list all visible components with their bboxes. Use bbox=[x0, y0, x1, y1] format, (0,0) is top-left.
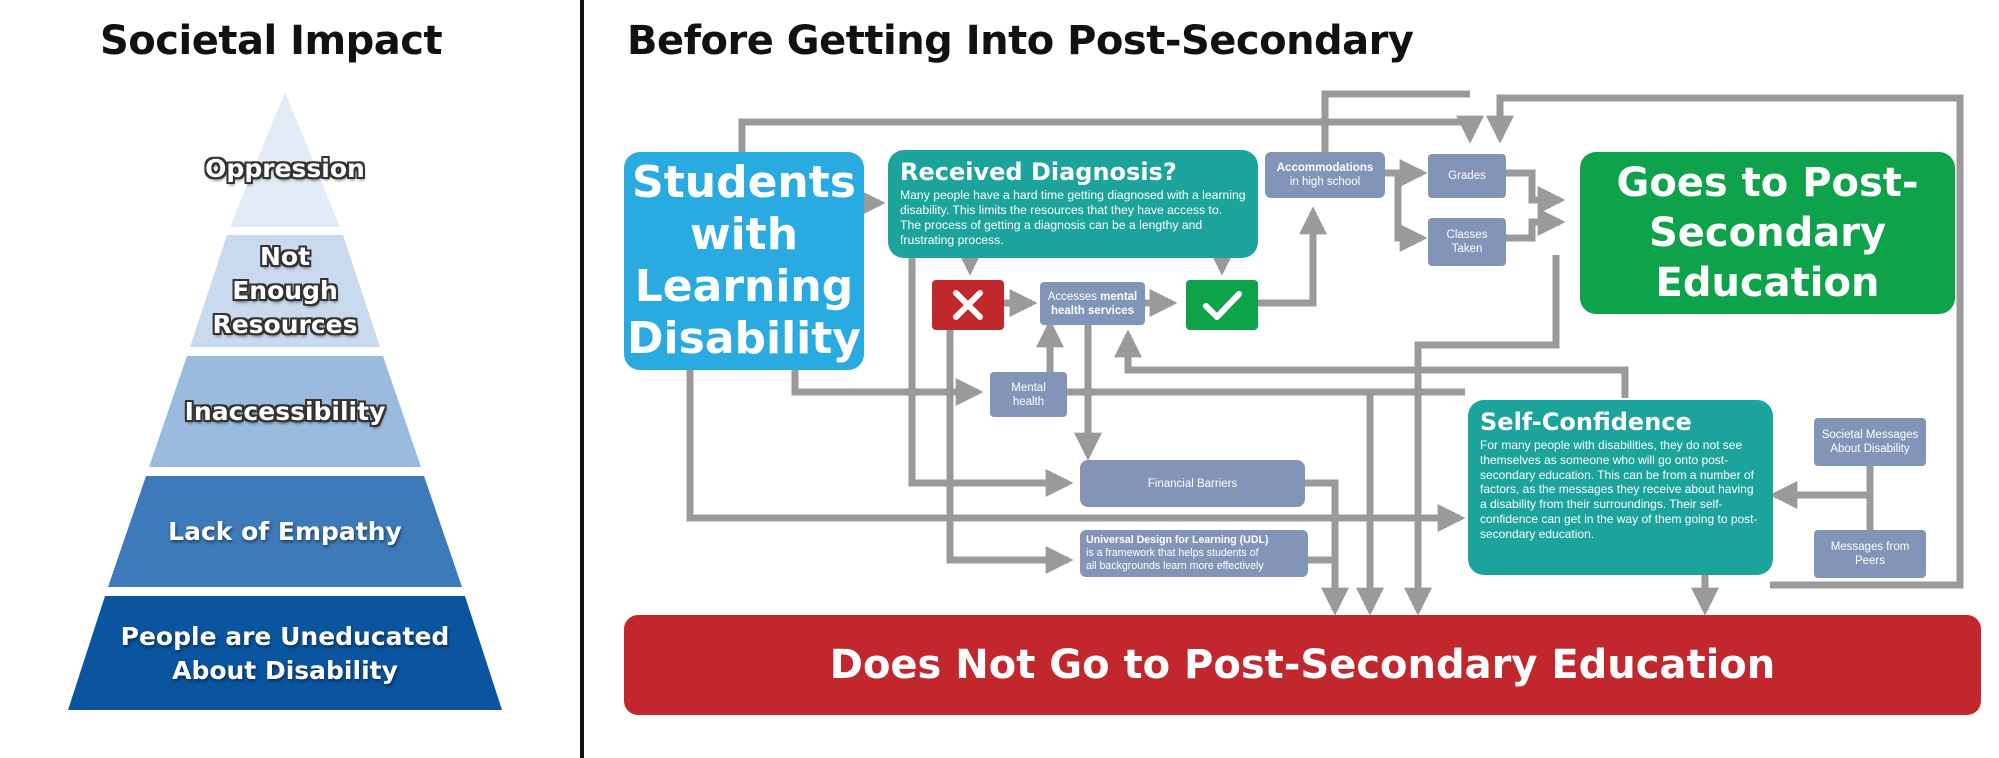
self-confidence-title: Self-Confidence bbox=[1480, 408, 1692, 436]
societal-messages-node: Societal Messages About Disability bbox=[1814, 418, 1926, 466]
udl-node: Universal Design for Learning (UDL) is a… bbox=[1080, 530, 1308, 577]
pyramid-tier-3 bbox=[149, 356, 421, 467]
mental-services-pre: Accesses mental health services bbox=[1047, 290, 1138, 317]
x-icon bbox=[953, 290, 983, 320]
pyramid bbox=[68, 92, 502, 710]
classes-node: Classes Taken bbox=[1428, 218, 1506, 266]
financial-node: Financial Barriers bbox=[1080, 460, 1305, 507]
diagnosis-body: Many people have a hard time getting dia… bbox=[900, 188, 1246, 247]
self-confidence-node: Self-Confidence For many people with dis… bbox=[1468, 400, 1773, 575]
pyramid-tier-4 bbox=[108, 476, 462, 587]
left-title: Societal Impact bbox=[100, 18, 443, 64]
pyramid-tier-1 bbox=[230, 92, 340, 227]
mental-services-bold: mental health services bbox=[1050, 290, 1138, 317]
pyramid-label-3: Inaccessibility bbox=[184, 397, 386, 426]
pyramid-label-4: Lack of Empathy bbox=[168, 517, 402, 546]
pyramid-tier-2 bbox=[190, 235, 380, 347]
pyramid-label-1: Oppression bbox=[205, 154, 365, 183]
no-diagnosis-node bbox=[932, 280, 1004, 330]
does-not-go-node: Does Not Go to Post-Secondary Education bbox=[624, 615, 1981, 715]
accommodations-rest: in high school bbox=[1289, 176, 1361, 188]
accommodations-node: Accommodations in high school bbox=[1265, 152, 1385, 198]
grades-node: Grades bbox=[1428, 154, 1506, 198]
mental-health-node: Mental health bbox=[990, 372, 1067, 417]
peer-messages-node: Messages from Peers bbox=[1814, 530, 1926, 578]
yes-diagnosis-node bbox=[1186, 280, 1258, 330]
udl-bold: Universal Design for Learning (UDL) bbox=[1086, 534, 1269, 546]
accommodations-bold: Accommodations bbox=[1276, 162, 1374, 174]
pyramid-label-5: People are Uneducated About Disability bbox=[120, 622, 450, 685]
right-title: Before Getting Into Post-Secondary bbox=[627, 18, 1414, 64]
self-confidence-body: For many people with disabilities, they … bbox=[1480, 438, 1758, 541]
goes-node: Goes to Post-Secondary Education bbox=[1580, 152, 1955, 314]
students-node: Students with Learning Disability bbox=[624, 152, 864, 370]
check-icon bbox=[1203, 291, 1242, 320]
mental-services-node: Accesses mental health services bbox=[1040, 282, 1145, 325]
diagnosis-node: Received Diagnosis? Many people have a h… bbox=[888, 150, 1258, 258]
udl-rest: is a framework that helps students of al… bbox=[1086, 547, 1264, 572]
diagnosis-title: Received Diagnosis? bbox=[900, 158, 1177, 186]
section-divider bbox=[580, 0, 584, 758]
pyramid-label-2: Not Enough Resources bbox=[212, 242, 358, 339]
pyramid-tier-5 bbox=[68, 596, 502, 710]
